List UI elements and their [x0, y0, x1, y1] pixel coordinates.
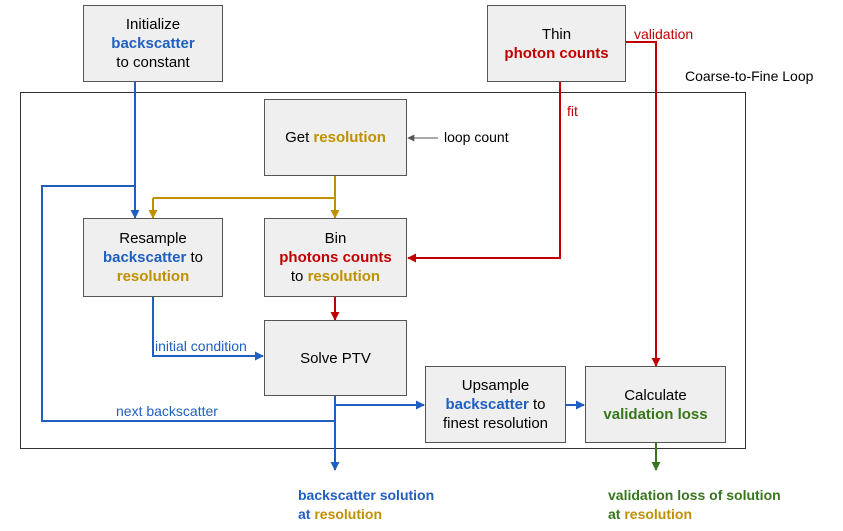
backscatter-solution-output: backscatter solution at resolution — [298, 486, 434, 524]
solve-ptv-label: Solve PTV — [300, 349, 371, 367]
upsample-line2: backscatter to — [445, 395, 545, 414]
fit-edge-label: fit — [567, 103, 578, 119]
resample-resolution-term: resolution — [116, 268, 190, 285]
resample-backscatter-term: backscatter — [102, 249, 187, 266]
calculate-validation-loss-term: validation loss — [603, 405, 708, 423]
bin-line3: to resolution — [291, 267, 380, 286]
calculate-validation-loss-box: Calculate validation loss — [585, 366, 726, 443]
bin-resolution-term: resolution — [307, 268, 381, 285]
upsample-to: to — [528, 396, 546, 413]
backscatter-solution-at: at — [298, 506, 315, 522]
arrow-solve-to-upsample — [334, 396, 425, 410]
resample-to: to — [186, 249, 204, 266]
initial-condition-label: initial condition — [155, 338, 247, 354]
validation-edge-label: validation — [634, 26, 694, 42]
initialize-to-constant: to constant — [116, 54, 190, 71]
bin-label: Bin — [324, 230, 347, 247]
next-backscatter-label: next backscatter — [116, 403, 218, 419]
upsample-label: Upsample — [461, 377, 530, 394]
initialize-backscatter-box: Initialize backscatter to constant — [83, 5, 223, 82]
initialize-label: Initialize — [125, 16, 181, 33]
loop-count-label: loop count — [444, 129, 509, 145]
upsample-finest-resolution: finest resolution — [442, 415, 549, 432]
bin-box: Bin photons counts to resolution — [264, 218, 407, 297]
arrow-initial-condition — [152, 296, 264, 361]
arrow-validation — [626, 41, 661, 367]
get-resolution-box: Get resolution — [264, 99, 407, 176]
resample-box: Resample backscatter to resolution — [83, 218, 223, 297]
get-resolution-text: Get resolution — [285, 128, 386, 147]
calculate-label: Calculate — [624, 386, 687, 404]
bin-photons-counts-term: photons counts — [279, 249, 392, 266]
thin-photon-counts-term: photon counts — [504, 44, 609, 62]
arrow-fit — [407, 82, 561, 263]
upsample-box: Upsample backscatter to finest resolutio… — [425, 366, 566, 443]
backscatter-solution-text: backscatter solution — [298, 487, 435, 503]
loop-title: Coarse-to-Fine Loop — [685, 68, 814, 84]
validation-loss-resolution: resolution — [624, 506, 693, 522]
validation-loss-output: validation loss of solution at resolutio… — [608, 486, 781, 524]
initialize-backscatter-term: backscatter — [111, 35, 195, 52]
arrow-resolution-split — [153, 176, 336, 199]
thin-photon-counts-box: Thin photon counts — [487, 5, 626, 82]
get-resolution-term: resolution — [313, 129, 386, 146]
resample-label: Resample — [119, 230, 187, 247]
upsample-backscatter-term: backscatter — [445, 396, 529, 413]
bin-to: to — [290, 268, 308, 285]
resample-line2: backscatter to — [103, 248, 203, 267]
thin-label: Thin — [541, 25, 572, 43]
arrow-next-backscatter-loop — [41, 185, 336, 422]
coarse-to-fine-loop-frame — [20, 92, 746, 449]
validation-loss-at: at — [608, 506, 625, 522]
validation-loss-solution-text: validation loss of solution — [608, 487, 781, 503]
get-label: Get — [285, 129, 314, 146]
backscatter-solution-resolution: resolution — [314, 506, 383, 522]
solve-ptv-box: Solve PTV — [264, 320, 407, 396]
